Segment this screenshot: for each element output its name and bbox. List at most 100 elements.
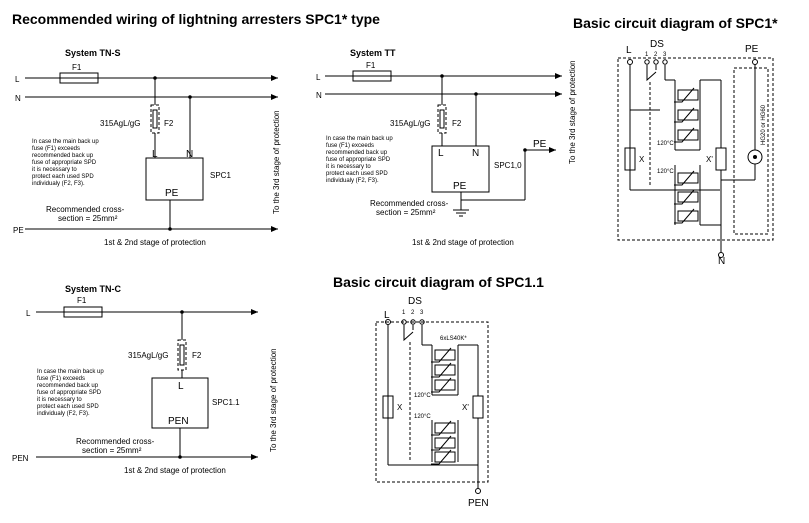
svg-text:fuse of appropriate SPD: fuse of appropriate SPD bbox=[326, 157, 391, 163]
svg-text:fuse (F1) exceeds: fuse (F1) exceeds bbox=[32, 146, 80, 152]
spc11-circuit-title: Basic circuit diagram of SPC1.1 bbox=[333, 274, 544, 290]
tns-fuse-f2-label: F2 bbox=[164, 119, 174, 128]
svg-text:recommended back up: recommended back up bbox=[32, 153, 94, 159]
tns-line-l-label: L bbox=[15, 75, 20, 84]
tnc-fuse-f1 bbox=[63, 306, 103, 318]
tt-device: SPC1,0 bbox=[494, 161, 522, 170]
svg-text:In case the main back up: In case the main back up bbox=[32, 139, 99, 145]
svg-text:fuse (F1) exceeds: fuse (F1) exceeds bbox=[37, 376, 85, 382]
spc1-x2-resistor bbox=[715, 147, 727, 171]
spc1-temp1: 120°C bbox=[657, 141, 674, 147]
tnc-device: SPC1.1 bbox=[212, 398, 240, 407]
tns-term-l: L bbox=[152, 149, 158, 160]
tt-fuse-f1 bbox=[352, 70, 392, 82]
diagram-tn-c: System TN-C L PEN F1 315AgL/gG F2 L PEN … bbox=[12, 284, 278, 475]
diagram-tt: System TT L N F1 315AgL/gG F2 L N PE SPC… bbox=[316, 48, 577, 247]
tns-fuse-f1 bbox=[59, 72, 99, 84]
svg-text:2: 2 bbox=[654, 52, 658, 58]
svg-text:In case the main back up: In case the main back up bbox=[37, 369, 104, 375]
tns-line-n-label: N bbox=[15, 94, 21, 103]
tt-title: System TT bbox=[350, 48, 396, 58]
tnc-line-l-label: L bbox=[26, 309, 31, 318]
tt-cross-section-1: Recommended cross- bbox=[370, 199, 449, 208]
tt-box-pe: PE bbox=[453, 181, 467, 192]
spc1-ds-label: DS bbox=[650, 39, 664, 50]
tt-stage3: To the 3rd stage of protection bbox=[568, 60, 577, 164]
tns-box-pe: PE bbox=[165, 188, 179, 199]
svg-text:1: 1 bbox=[402, 310, 406, 316]
spc11-temp2: 120°C bbox=[414, 414, 431, 420]
tns-fuse-f2 bbox=[150, 104, 160, 134]
tt-note: In case the main back up fuse (F1) excee… bbox=[326, 136, 393, 184]
spc1-hg-label: HG20 or HG60 bbox=[761, 104, 767, 145]
svg-text:protect each used SPD: protect each used SPD bbox=[37, 404, 99, 410]
tns-fuse-rating: 315AgL/gG bbox=[100, 119, 140, 128]
tt-line-l-label: L bbox=[316, 73, 321, 82]
tns-term-n: N bbox=[186, 149, 193, 160]
tnc-fuse-f2-label: F2 bbox=[192, 351, 202, 360]
tnc-note: In case the main back up fuse (F1) excee… bbox=[37, 369, 104, 417]
svg-text:1: 1 bbox=[645, 52, 649, 58]
svg-text:protect each used SPD: protect each used SPD bbox=[326, 171, 388, 177]
tns-stage3: To the 3rd stage of protection bbox=[272, 110, 281, 214]
tns-fuse-f1-label: F1 bbox=[72, 63, 82, 72]
spc11-l-label: L bbox=[384, 310, 390, 321]
tnc-fuse-f1-label: F1 bbox=[77, 296, 87, 305]
svg-text:X': X' bbox=[706, 155, 713, 164]
spc11-x2-resistor bbox=[472, 395, 484, 419]
spc11-ds-label: DS bbox=[408, 296, 422, 307]
tns-cross-section-2: section = 25mm² bbox=[58, 214, 118, 223]
tt-cross-section-2: section = 25mm² bbox=[376, 208, 436, 217]
tt-term-n: N bbox=[472, 148, 479, 159]
tt-term-l: L bbox=[438, 148, 444, 159]
tnc-fuse-rating: 315AgL/gG bbox=[128, 351, 168, 360]
spc1-l-label: L bbox=[626, 45, 632, 56]
spc11-housing bbox=[375, 321, 489, 483]
tnc-line-pen-label: PEN bbox=[12, 454, 29, 463]
svg-text:In case the main back up: In case the main back up bbox=[326, 136, 393, 142]
spc1-x-resistor bbox=[624, 147, 636, 171]
tns-line-pe-label: PE bbox=[13, 226, 24, 235]
tnc-box-pen: PEN bbox=[168, 416, 189, 427]
svg-text:X: X bbox=[639, 155, 645, 164]
spc1-gas-arrester-module bbox=[733, 67, 769, 235]
tnc-title: System TN-C bbox=[65, 284, 122, 294]
tns-spd-box bbox=[145, 157, 204, 201]
spc11-x-resistor bbox=[382, 395, 394, 419]
tnc-cross-section-2: section = 25mm² bbox=[82, 446, 142, 455]
svg-text:it is necessary to: it is necessary to bbox=[32, 167, 77, 173]
spc11-varistor-label: 6xLS40K* bbox=[440, 336, 467, 342]
circuit-spc11: L DS 1 2 3 PEN X 6xLS40K* 120°C bbox=[375, 296, 489, 509]
svg-text:individualy (F2, F3).: individualy (F2, F3). bbox=[326, 178, 379, 184]
svg-text:recommended back up: recommended back up bbox=[326, 150, 388, 156]
main-title: Recommended wiring of lightning arrester… bbox=[12, 11, 380, 27]
spc11-pen-label: PEN bbox=[468, 498, 489, 509]
svg-text:fuse of appropriate SPD: fuse of appropriate SPD bbox=[37, 390, 102, 396]
tt-fuse-f1-label: F1 bbox=[366, 61, 376, 70]
tns-stage12: 1st & 2nd stage of protection bbox=[104, 238, 206, 247]
tt-pe-label: PE bbox=[533, 139, 547, 150]
svg-text:individualy (F2, F3).: individualy (F2, F3). bbox=[32, 181, 85, 187]
tns-title: System TN-S bbox=[65, 48, 121, 58]
diagram-tn-s: System TN-S L N PE F1 315AgL/gG F2 L N P… bbox=[13, 48, 281, 247]
tt-ground-symbol bbox=[453, 209, 469, 217]
spc1-housing bbox=[617, 57, 774, 241]
tns-device: SPC1 bbox=[210, 171, 231, 180]
tt-stage12: 1st & 2nd stage of protection bbox=[412, 238, 514, 247]
svg-text:recommended back up: recommended back up bbox=[37, 383, 99, 389]
spc1-pe-label: PE bbox=[745, 44, 759, 55]
spc1-temp2: 120°C bbox=[657, 169, 674, 175]
tnc-cross-section-1: Recommended cross- bbox=[76, 437, 155, 446]
svg-text:X: X bbox=[397, 403, 403, 412]
tnc-stage3: To the 3rd stage of protection bbox=[269, 348, 278, 452]
tt-fuse-rating: 315AgL/gG bbox=[390, 119, 430, 128]
svg-text:2: 2 bbox=[411, 310, 415, 316]
svg-text:it is necessary to: it is necessary to bbox=[326, 164, 371, 170]
svg-text:it is necessary to: it is necessary to bbox=[37, 397, 82, 403]
tt-fuse-f2 bbox=[437, 104, 447, 134]
svg-text:3: 3 bbox=[420, 310, 424, 316]
svg-text:protect each used SPD: protect each used SPD bbox=[32, 174, 94, 180]
tnc-stage12: 1st & 2nd stage of protection bbox=[124, 466, 226, 475]
svg-text:3: 3 bbox=[663, 52, 667, 58]
